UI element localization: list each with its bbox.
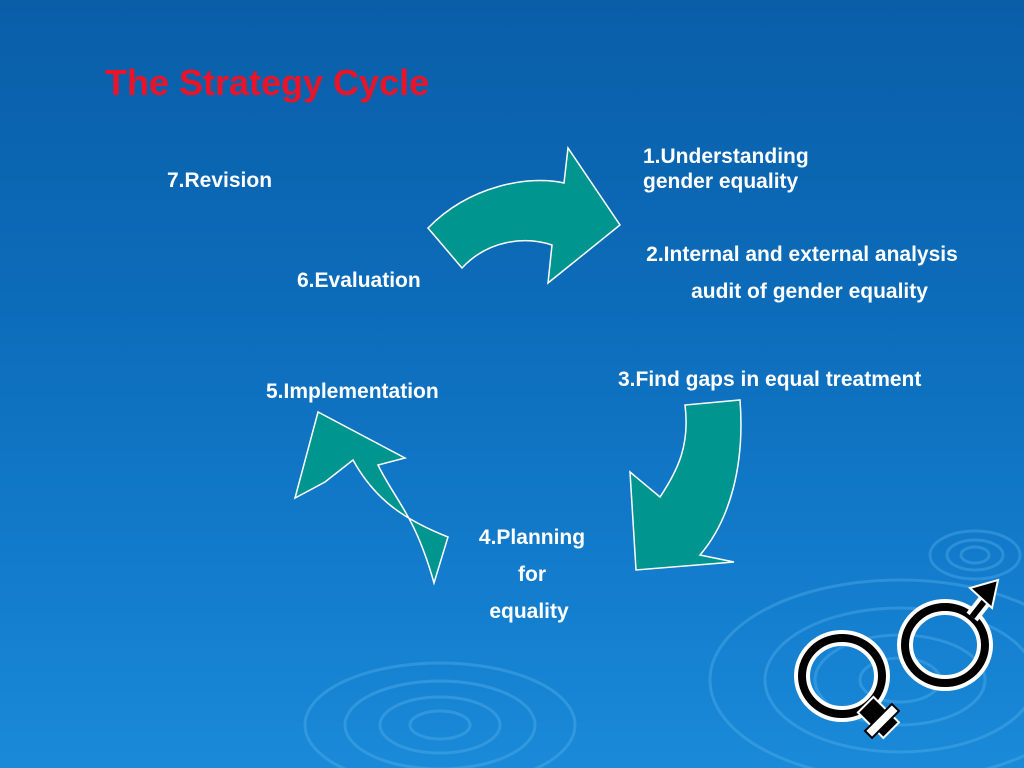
step-4-label: 4.Planning for equality [462, 520, 602, 630]
step-1-label: 1.Understanding gender equality [643, 144, 809, 194]
male-symbol-icon [897, 578, 1000, 691]
step-4-line-1: 4.Planning [478, 526, 586, 549]
cycle-arrow-right-icon [629, 399, 742, 571]
slide-title: The Strategy Cycle [105, 62, 430, 103]
step-2-line-2: audit of gender equality [691, 279, 928, 303]
step-1-line-2: gender equality [643, 170, 799, 194]
female-symbol-icon [794, 630, 901, 740]
step-4-line-3: equality [489, 599, 569, 623]
step-3-label: 3.Find gaps in equal treatment [618, 367, 921, 392]
cycle-arrow-top-icon [426, 145, 622, 285]
cycle-arrow-left-icon [293, 410, 449, 586]
step-6-line-1: 6.Evaluation [297, 269, 421, 292]
step-5-label: 5.Implementation [266, 379, 439, 404]
step-4-line-2: for [518, 562, 546, 586]
step-1-line-1: 1.Understanding [643, 145, 809, 168]
step-2-label: 2.Internal and external analysis audit o… [612, 237, 992, 311]
step-5-line-1: 5.Implementation [266, 380, 439, 403]
step-6-label: 6.Evaluation [297, 268, 421, 293]
step-7-label: 7.Revision [167, 168, 272, 193]
step-7-line-1: 7.Revision [167, 169, 273, 192]
step-2-line-1: 2.Internal and external analysis [646, 243, 958, 266]
step-3-line-1: 3.Find gaps in equal treatment [618, 368, 922, 391]
